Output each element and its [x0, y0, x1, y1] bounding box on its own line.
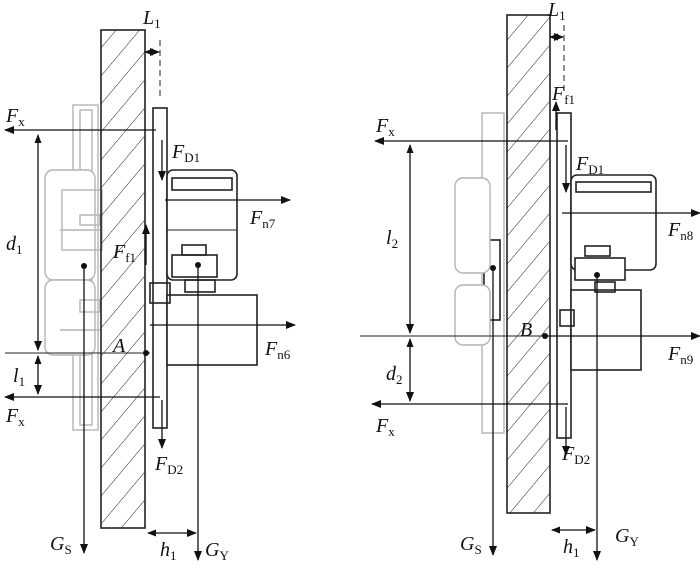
left-label-L1: L1 — [142, 7, 161, 31]
right-label-Fx-top: Fx — [375, 115, 395, 139]
left-label-FD2: FD2 — [154, 453, 183, 477]
left-label-A: A — [111, 335, 126, 357]
right-label-Fx-bottom: Fx — [375, 415, 395, 439]
right-wall — [506, 14, 551, 514]
left-label-FD1: FD1 — [171, 141, 200, 165]
left-figure — [4, 29, 296, 561]
right-figure — [360, 14, 700, 561]
right-label-GY: GY — [615, 525, 639, 549]
left-ghost-robot — [44, 104, 103, 431]
right-label-Fn8: Fn8 — [667, 219, 693, 243]
left-label-h1: h1 — [160, 539, 177, 563]
left-label-Fx-bottom: Fx — [5, 405, 25, 429]
right-label-Ff1: Ff1 — [551, 83, 575, 107]
right-label-B: B — [520, 319, 532, 341]
left-label-Fn6: Fn6 — [264, 338, 291, 362]
right-label-l2: l2 — [386, 227, 398, 251]
right-label-FD1: FD1 — [575, 153, 604, 177]
left-label-GS: GS — [50, 533, 72, 557]
right-ghost-robot — [454, 112, 505, 434]
left-wall — [100, 29, 146, 529]
left-label-Ff1: Ff1 — [112, 241, 136, 265]
right-label-GS: GS — [460, 533, 482, 557]
right-label-FD2: FD2 — [561, 443, 590, 467]
left-label-d1: d1 — [6, 233, 23, 257]
left-label-l1: l1 — [13, 365, 25, 389]
right-label-Fn9: Fn9 — [667, 343, 693, 367]
left-label-Fn7: Fn7 — [249, 207, 276, 231]
left-label-Fx-top: Fx — [5, 105, 25, 129]
left-robot — [149, 107, 258, 429]
right-label-d2: d2 — [386, 363, 403, 387]
right-label-h1: h1 — [563, 536, 580, 560]
right-robot — [556, 112, 657, 439]
left-label-GY: GY — [205, 539, 229, 563]
right-label-L1: L1 — [547, 0, 566, 23]
